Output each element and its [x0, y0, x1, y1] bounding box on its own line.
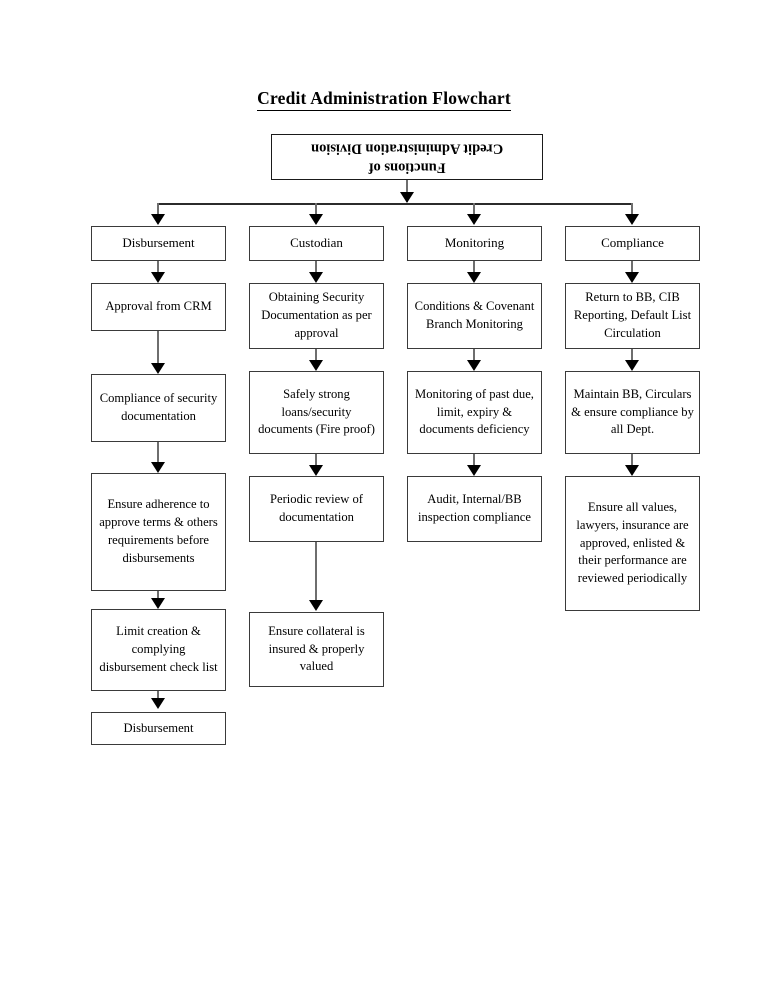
- connector-bus-to-col3: [473, 203, 475, 216]
- column-header-custodian-label: Custodian: [290, 235, 343, 251]
- connector-col1-2: [157, 442, 159, 464]
- connector-root-to-bus: [406, 180, 408, 202]
- root-node-functions-of-credit-administration-division: Functions of Credit Administration Divisi…: [271, 134, 543, 180]
- node-monitoring-1: Conditions & Covenant Branch Monitoring: [407, 283, 542, 349]
- connector-col2-0: [315, 261, 317, 274]
- node-disbursement-1: Approval from CRM: [91, 283, 226, 331]
- arrow-col2-2: [308, 465, 323, 476]
- node-compliance-1-label: Return to BB, CIB Reporting, Default Lis…: [573, 290, 692, 340]
- column-header-monitoring: Monitoring: [407, 226, 542, 261]
- node-custodian-4: Ensure collateral is insured & properly …: [249, 612, 384, 687]
- arrow-col4-0: [624, 272, 639, 283]
- node-monitoring-2-label: Monitoring of past due, limit, expiry & …: [415, 386, 534, 437]
- arrow-bus-to-col3: [466, 214, 481, 225]
- column-header-monitoring-label: Monitoring: [444, 235, 505, 251]
- connector-col2-1: [315, 349, 317, 362]
- connector-bus-to-col1: [157, 203, 159, 216]
- node-disbursement-5: Disbursement: [91, 712, 226, 745]
- node-disbursement-2-label: Compliance of security documentation: [99, 391, 218, 423]
- connector-col2-2: [315, 454, 317, 467]
- page-title: Credit Administration Flowchart: [0, 88, 768, 111]
- column-header-custodian: Custodian: [249, 226, 384, 261]
- node-disbursement-5-label: Disbursement: [123, 720, 194, 735]
- connector-bus-to-col4: [631, 203, 633, 216]
- arrow-col1-3: [150, 598, 165, 609]
- arrow-col3-0: [466, 272, 481, 283]
- connector-col4-1: [631, 349, 633, 362]
- node-disbursement-4: Limit creation & complying disbursement …: [91, 609, 226, 691]
- node-custodian-3-label: Periodic review of documentation: [269, 492, 364, 524]
- node-monitoring-1-label: Conditions & Covenant Branch Monitoring: [414, 299, 535, 331]
- arrow-root-to-bus: [399, 192, 414, 203]
- node-custodian-1: Obtaining Security Documentation as per …: [249, 283, 384, 349]
- arrow-col2-3: [308, 600, 323, 611]
- node-custodian-3: Periodic review of documentation: [249, 476, 384, 542]
- connector-col3-1: [473, 349, 475, 362]
- node-compliance-2: Maintain BB, Circulars & ensure complian…: [565, 371, 700, 454]
- connector-bus-to-col2: [315, 203, 317, 216]
- connector-col1-1: [157, 331, 159, 365]
- root-node-line-2: Credit Administration Division: [310, 140, 504, 156]
- node-disbursement-1-label: Approval from CRM: [105, 299, 212, 314]
- node-custodian-2-label: Safely strong loans/security documents (…: [258, 386, 375, 437]
- arrow-bus-to-col4: [624, 214, 639, 225]
- root-node-label: Functions of Credit Administration Divisi…: [311, 138, 503, 176]
- column-header-compliance: Compliance: [565, 226, 700, 261]
- column-header-disbursement-label: Disbursement: [122, 235, 195, 251]
- arrow-col1-1: [150, 363, 165, 374]
- arrow-col4-1: [624, 360, 639, 371]
- node-custodian-4-label: Ensure collateral is insured & properly …: [268, 623, 365, 674]
- arrow-col2-0: [308, 272, 323, 283]
- node-disbursement-2: Compliance of security documentation: [91, 374, 226, 442]
- node-monitoring-3: Audit, Internal/BB inspection compliance: [407, 476, 542, 542]
- arrow-col1-0: [150, 272, 165, 283]
- column-header-compliance-label: Compliance: [601, 235, 664, 251]
- connector-col3-2: [473, 454, 475, 467]
- arrow-bus-to-col2: [308, 214, 323, 225]
- connector-col1-0: [157, 261, 159, 274]
- connector-col4-0: [631, 261, 633, 274]
- node-custodian-2: Safely strong loans/security documents (…: [249, 371, 384, 454]
- page-title-text: Credit Administration Flowchart: [257, 88, 511, 111]
- arrow-col3-2: [466, 465, 481, 476]
- node-monitoring-2: Monitoring of past due, limit, expiry & …: [407, 371, 542, 454]
- arrow-col2-1: [308, 360, 323, 371]
- node-disbursement-4-label: Limit creation & complying disbursement …: [99, 624, 218, 674]
- distribution-bus: [158, 203, 633, 205]
- node-monitoring-3-label: Audit, Internal/BB inspection compliance: [418, 492, 531, 524]
- node-custodian-1-label: Obtaining Security Documentation as per …: [261, 290, 372, 340]
- connector-col1-3: [157, 591, 159, 600]
- node-disbursement-3: Ensure adherence to approve terms & othe…: [91, 473, 226, 591]
- column-header-disbursement: Disbursement: [91, 226, 226, 261]
- arrow-col4-2: [624, 465, 639, 476]
- node-compliance-2-label: Maintain BB, Circulars & ensure complian…: [571, 386, 694, 437]
- connector-col2-3: [315, 542, 317, 602]
- connector-col3-0: [473, 261, 475, 274]
- connector-col4-2: [631, 454, 633, 467]
- arrow-col3-1: [466, 360, 481, 371]
- arrow-col1-4: [150, 698, 165, 709]
- node-compliance-3-label: Ensure all values, lawyers, insurance ar…: [576, 499, 689, 586]
- node-disbursement-3-label: Ensure adherence to approve terms & othe…: [99, 497, 218, 565]
- connector-col1-4: [157, 691, 159, 700]
- node-compliance-1: Return to BB, CIB Reporting, Default Lis…: [565, 283, 700, 349]
- node-compliance-3: Ensure all values, lawyers, insurance ar…: [565, 476, 700, 611]
- arrow-bus-to-col1: [150, 214, 165, 225]
- arrow-col1-2: [150, 462, 165, 473]
- root-node-line-1: Functions of: [368, 159, 446, 176]
